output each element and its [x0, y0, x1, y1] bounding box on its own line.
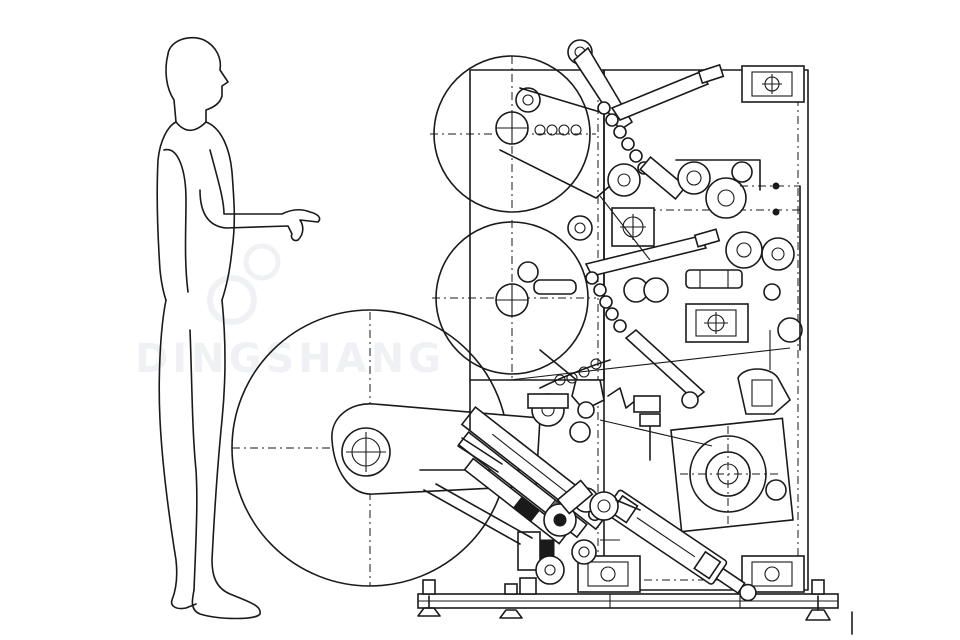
human-scale-figure	[156, 36, 321, 620]
die-cutting-station	[639, 368, 794, 533]
leveling-foot-middle	[499, 583, 523, 619]
chain-link-row-upper	[534, 124, 582, 136]
leveling-foot-right	[805, 579, 831, 621]
upper-tension-arm	[567, 39, 725, 201]
web-path-lines	[509, 195, 791, 447]
roller-chain-middle	[585, 271, 627, 333]
mount-block-upper	[611, 207, 655, 247]
frame-lower-rail	[469, 379, 620, 541]
middle-cylinder-rollers	[685, 185, 803, 351]
cutter-head	[527, 393, 595, 443]
roller-chain-upper	[597, 101, 651, 175]
pneumatic-cylinder	[589, 489, 757, 602]
leveling-foot-left	[417, 579, 441, 617]
machine-base	[417, 579, 853, 635]
watermark-logo: DINGSHANG	[135, 243, 445, 382]
watermark-text: DINGSHANG	[135, 336, 445, 382]
upper-unwind-roll	[430, 55, 613, 381]
lower-slitting-assembly	[423, 393, 611, 571]
upper-nip-rollers	[675, 159, 800, 219]
middle-tension-arm	[567, 215, 721, 409]
knife-rods	[423, 437, 533, 545]
lower-feed-roller	[519, 555, 565, 595]
mount-block-top-right	[741, 65, 805, 103]
mount-block-middle	[685, 303, 749, 343]
middle-unwind-roll	[432, 220, 611, 397]
rewind-guide-bracket	[571, 379, 661, 413]
